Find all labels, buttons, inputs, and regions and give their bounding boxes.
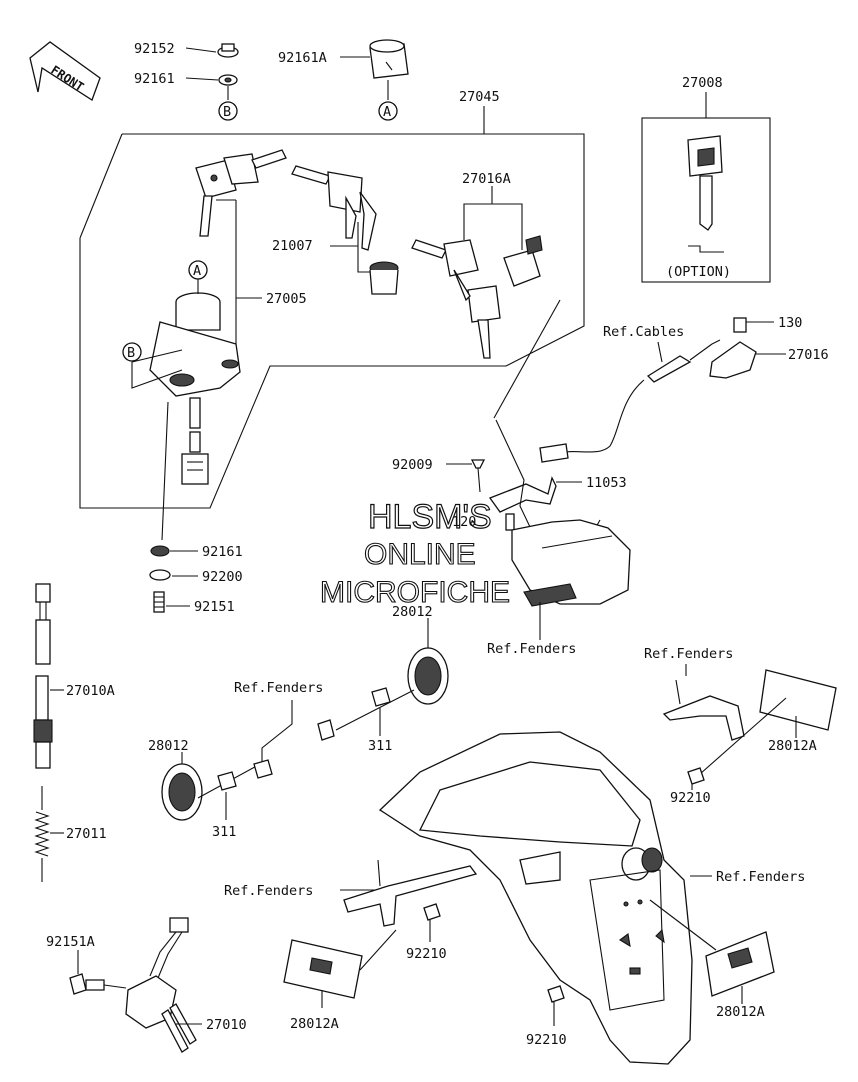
reflector-28012A-right-icon <box>759 669 837 731</box>
label-ref-fenders-upper: Ref.Fenders <box>487 641 576 657</box>
collar-icon <box>317 719 335 741</box>
nut-92210-mid-icon <box>423 903 441 921</box>
label-27010A: 27010A <box>66 683 115 699</box>
switch-27010A-icon <box>33 583 53 769</box>
label-27008: 27008 <box>682 75 723 91</box>
label-92210-mid: 92210 <box>406 946 447 962</box>
nut-92210-right-icon <box>687 767 705 785</box>
rear-fender-main-icon <box>378 731 693 1065</box>
key-pair-21007-icon <box>291 165 377 251</box>
ignition-switch-27005-icon <box>149 292 241 485</box>
label-27011: 27011 <box>66 826 107 842</box>
washer-92200-icon <box>149 569 171 581</box>
label-92210-bottom: 92210 <box>526 1032 567 1048</box>
label-27016: 27016 <box>788 347 829 363</box>
label-28012-top: 28012 <box>392 604 433 620</box>
screw-120-icon <box>505 513 515 531</box>
bracket-right-icon <box>662 679 745 741</box>
switch-27010-icon <box>125 917 197 1053</box>
callout-a-letter-switch: A <box>193 263 201 279</box>
label-21007: 21007 <box>272 238 313 254</box>
screw-92009-icon <box>470 459 486 493</box>
callout-a-circle-top <box>378 101 398 121</box>
set-27045-boundary <box>79 133 585 509</box>
rear-fender-upper-icon <box>493 299 631 607</box>
label-ref-cables: Ref.Cables <box>603 324 684 340</box>
bolt-92151A-icon <box>69 973 127 995</box>
label-92210-right: 92210 <box>670 790 711 806</box>
key-pair-27016A-icon <box>411 239 501 359</box>
watermark-line1: HLSM'S <box>368 498 492 536</box>
label-28012A-bottom: 28012A <box>716 1004 765 1020</box>
watermark-line3: MICROFICHE <box>320 576 510 609</box>
label-92200: 92200 <box>202 569 243 585</box>
washer-92161-mid-icon <box>150 545 170 557</box>
rubber-boot-92161A-icon <box>369 39 409 79</box>
label-ref-fenders-right: Ref.Fenders <box>644 646 733 662</box>
lock-27016-icon <box>709 317 757 379</box>
bolt-92151-icon <box>153 591 165 613</box>
cable-icon <box>539 339 721 463</box>
lock-27016A-icon <box>503 235 543 287</box>
watermark-line2: ONLINE <box>364 538 476 571</box>
label-11053: 11053 <box>586 475 627 491</box>
key-pair-icon <box>195 149 287 237</box>
bracket-left-lower-icon <box>343 859 478 927</box>
reflector-28012A-bottom-icon <box>705 931 775 997</box>
lock-cylinder-21007-icon <box>369 261 399 295</box>
label-120: 120 <box>452 514 476 530</box>
label-ref-fenders-bracket: Ref.Fenders <box>224 883 313 899</box>
washer-92152-icon <box>217 43 239 58</box>
label-311-a: 311 <box>368 738 392 754</box>
label-92161-top: 92161 <box>134 71 175 87</box>
label-92161A: 92161A <box>278 50 327 66</box>
label-27016A: 27016A <box>462 171 511 187</box>
option-label: (OPTION) <box>666 264 731 280</box>
option-key-icon <box>687 135 724 253</box>
label-311-b: 311 <box>212 824 236 840</box>
callout-b-letter-switch: B <box>127 345 135 361</box>
washer-92161-icon <box>218 74 238 86</box>
label-92151A: 92151A <box>46 934 95 950</box>
reflector-28012-left-icon <box>161 763 203 821</box>
label-28012-left: 28012 <box>148 738 189 754</box>
label-92151: 92151 <box>194 599 235 615</box>
label-27005: 27005 <box>266 291 307 307</box>
callout-b-circle <box>218 101 238 121</box>
front-arrow-icon: FRONT <box>29 41 101 101</box>
label-27010: 27010 <box>206 1017 247 1033</box>
label-27045: 27045 <box>459 89 500 105</box>
callout-a-letter-top: A <box>383 104 391 120</box>
callout-b-letter: B <box>223 104 231 120</box>
nut-311-a-icon <box>371 687 391 707</box>
callout-b-circle-switch <box>122 342 142 362</box>
label-92152: 92152 <box>134 41 175 57</box>
bracket-11053-icon <box>488 476 557 513</box>
label-28012A-right: 28012A <box>768 738 817 754</box>
nut-92210-bottom-icon <box>547 985 565 1003</box>
label-130: 130 <box>778 315 802 331</box>
collar-2-icon <box>253 759 273 779</box>
label-28012A-left: 28012A <box>290 1016 339 1032</box>
reflector-28012-top-icon <box>407 647 449 705</box>
spring-27011-icon <box>34 786 50 882</box>
label-92161-mid: 92161 <box>202 544 243 560</box>
label-ref-fenders-main: Ref.Fenders <box>716 869 805 885</box>
reflector-28012A-left-icon <box>283 939 363 999</box>
label-92009: 92009 <box>392 457 433 473</box>
label-ref-fenders-left: Ref.Fenders <box>234 680 323 696</box>
nut-311-b-icon <box>217 771 237 791</box>
